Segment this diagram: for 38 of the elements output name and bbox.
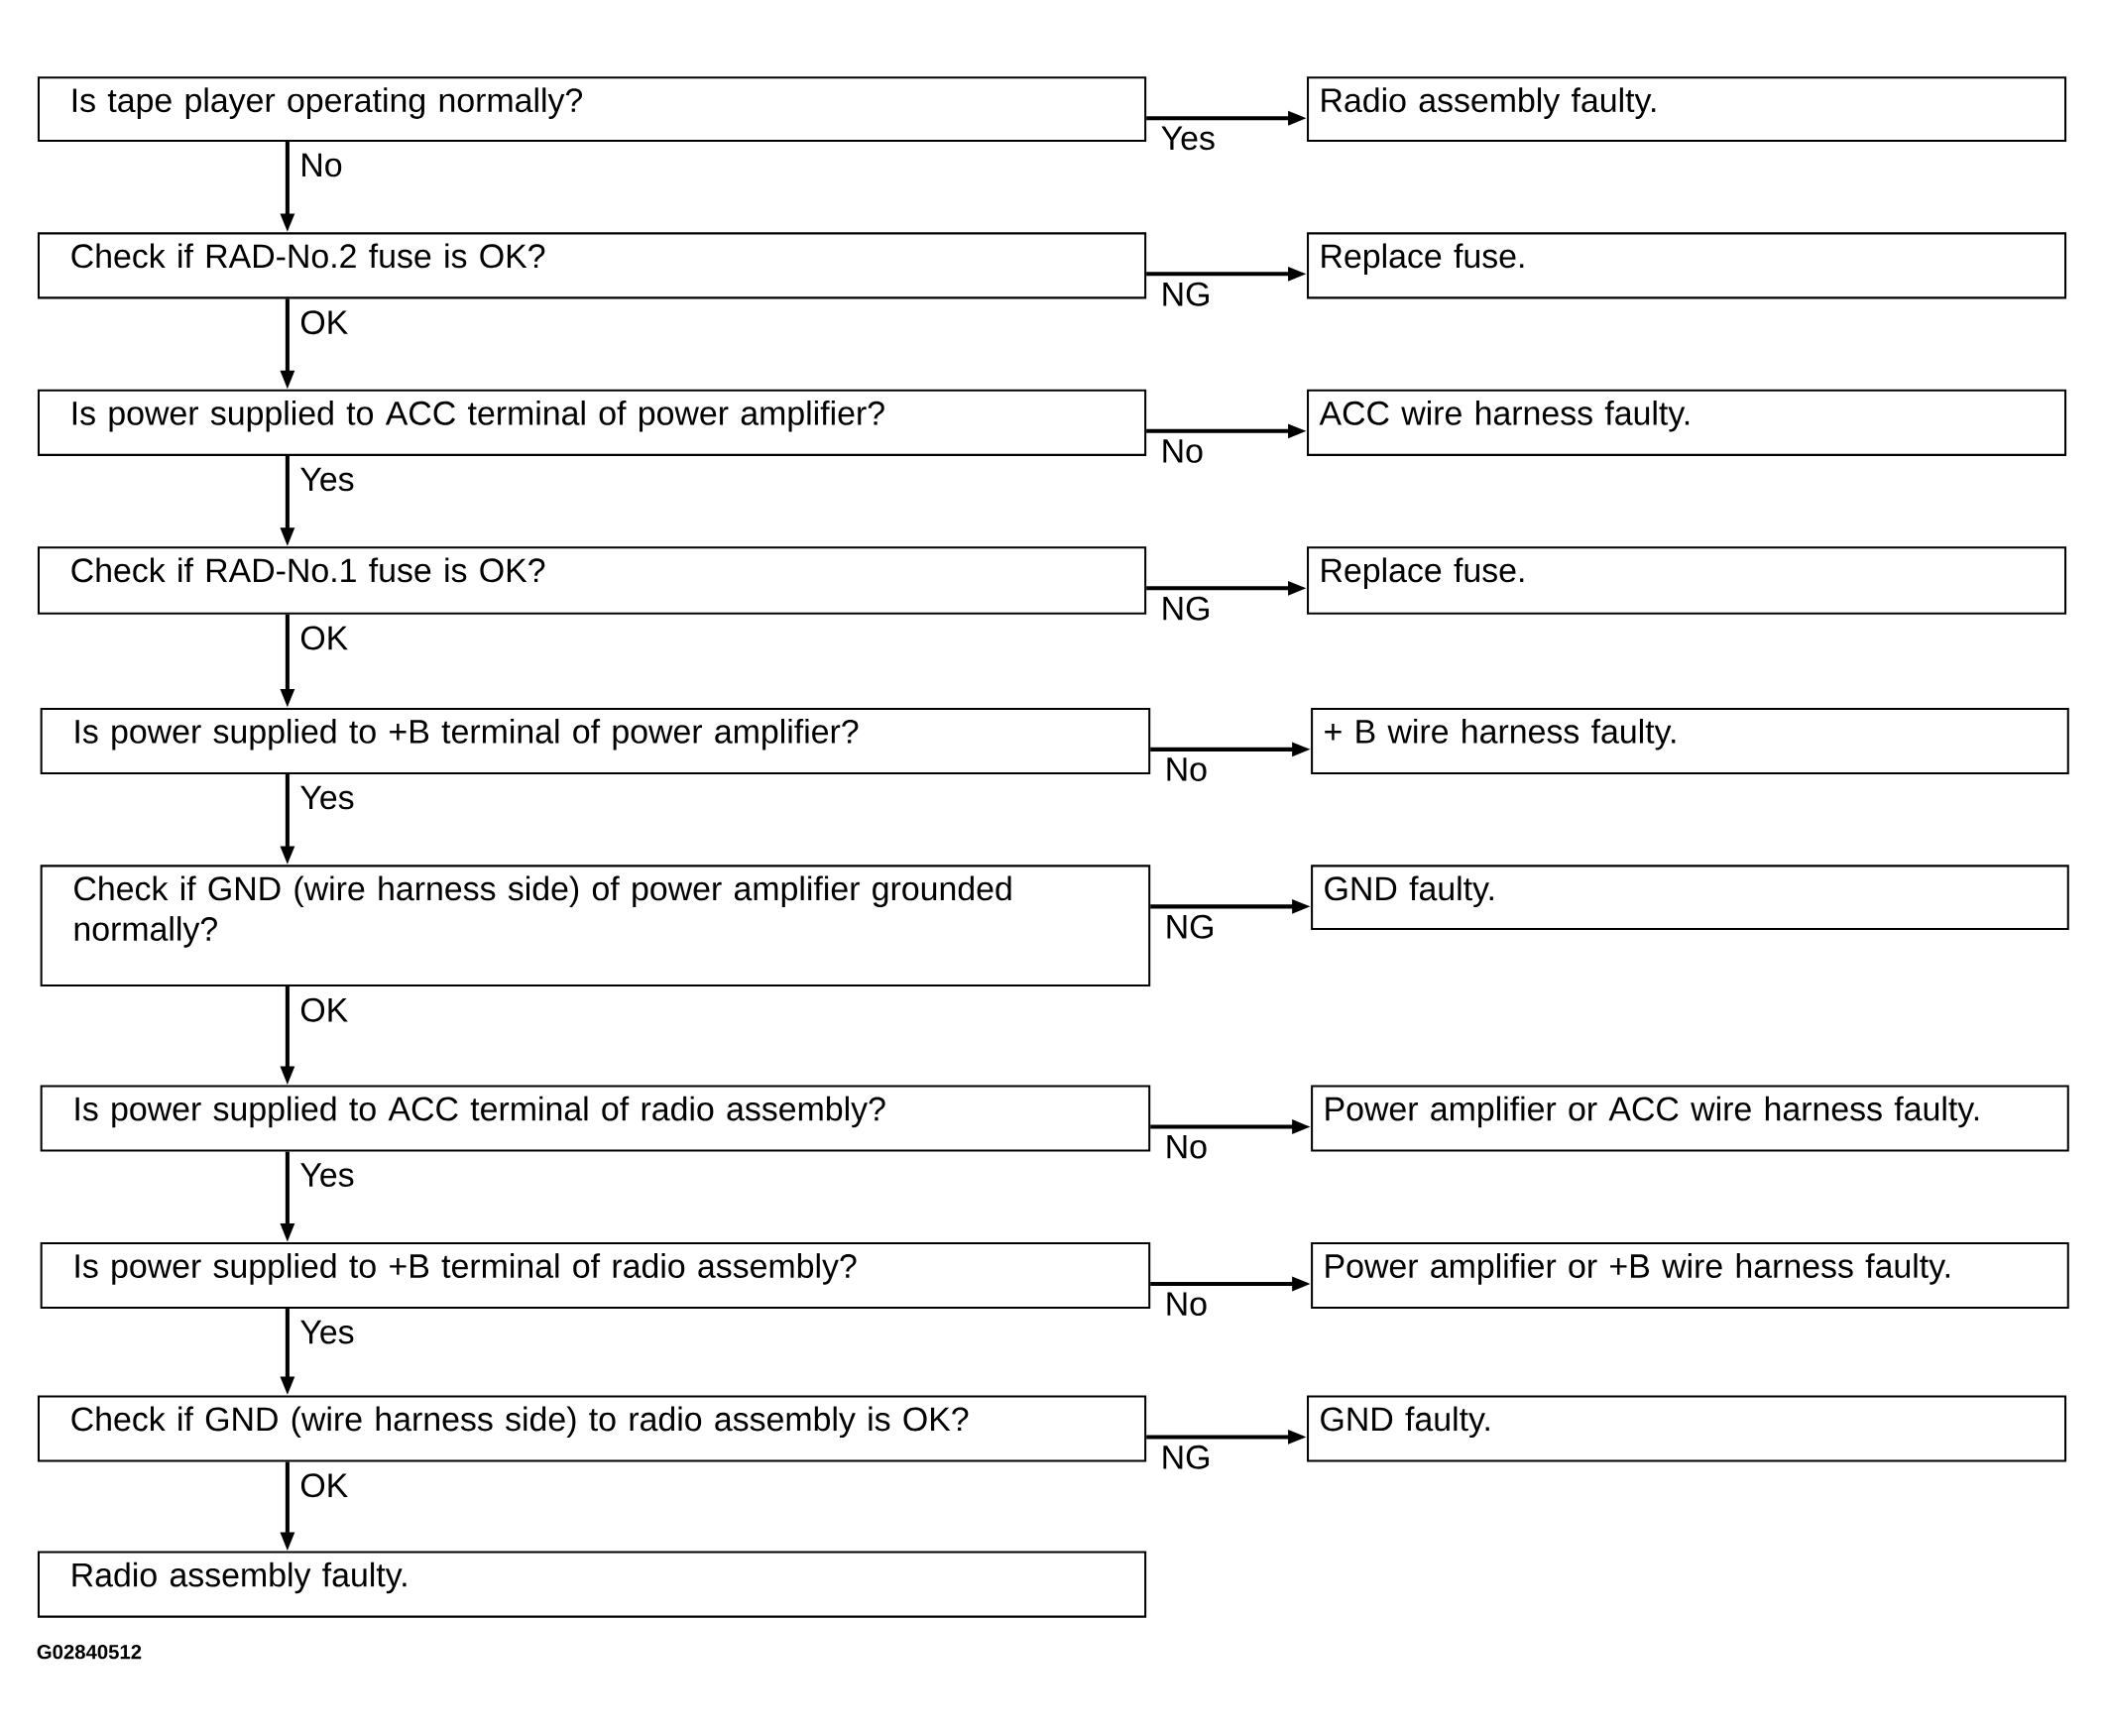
- result-box: + B wire harness faulty.: [1311, 707, 2069, 774]
- result-box: GND faulty.: [1311, 865, 2069, 930]
- edge-label: No: [1167, 1292, 1207, 1316]
- process-box: Is tape player operating normally?: [37, 75, 1147, 142]
- edge-label: No: [1167, 757, 1207, 781]
- result-box: Replace fuse.: [1307, 546, 2067, 615]
- process-box: Check if RAD-No.1 fuse is OK?: [37, 546, 1147, 615]
- process-box: Is power supplied to +B terminal of power amplifier?: [40, 707, 1151, 774]
- edge-label: No: [1167, 1134, 1207, 1159]
- edge-label: NG: [1163, 596, 1209, 621]
- process-box: Radio assembly faulty.: [37, 1551, 1147, 1618]
- edge-label: OK: [300, 1473, 348, 1498]
- edge-label: Yes: [300, 1320, 354, 1344]
- result-box: ACC wire harness faulty.: [1307, 389, 2067, 456]
- edge-label: Yes: [300, 1163, 354, 1187]
- process-box: Is power supplied to ACC terminal of radio assembly?: [40, 1085, 1151, 1152]
- result-box: Replace fuse.: [1307, 232, 2067, 299]
- process-box: Check if GND (wire harness side) of power amplifier grounded normally?: [40, 865, 1151, 986]
- edge-label: NG: [1167, 914, 1213, 939]
- result-box: Power amplifier or ACC wire harness faulty.: [1311, 1085, 2069, 1152]
- edge-label: No: [1163, 439, 1203, 463]
- process-box: Check if GND (wire harness side) to radio assembly is OK?: [37, 1395, 1147, 1462]
- edge-label: No: [302, 153, 342, 177]
- edge-label: OK: [300, 626, 348, 650]
- edge-label: Yes: [300, 467, 354, 492]
- edge-label: Yes: [1161, 126, 1215, 150]
- edge-label: OK: [300, 309, 348, 334]
- edge-label: NG: [1163, 1445, 1209, 1469]
- result-box: Power amplifier or +B wire harness faulty.: [1311, 1241, 2069, 1309]
- result-box: GND faulty.: [1307, 1395, 2067, 1462]
- figure-code: G02840512: [37, 1644, 142, 1660]
- edge-label: OK: [300, 997, 348, 1022]
- edge-label: NG: [1163, 282, 1209, 306]
- edge-label: Yes: [300, 785, 354, 810]
- process-box: Is power supplied to ACC terminal of power amplifier?: [37, 389, 1147, 456]
- process-box: Is power supplied to +B terminal of radio assembly?: [40, 1241, 1151, 1309]
- process-box: Check if RAD-No.2 fuse is OK?: [37, 232, 1147, 299]
- result-box: Radio assembly faulty.: [1307, 75, 2067, 142]
